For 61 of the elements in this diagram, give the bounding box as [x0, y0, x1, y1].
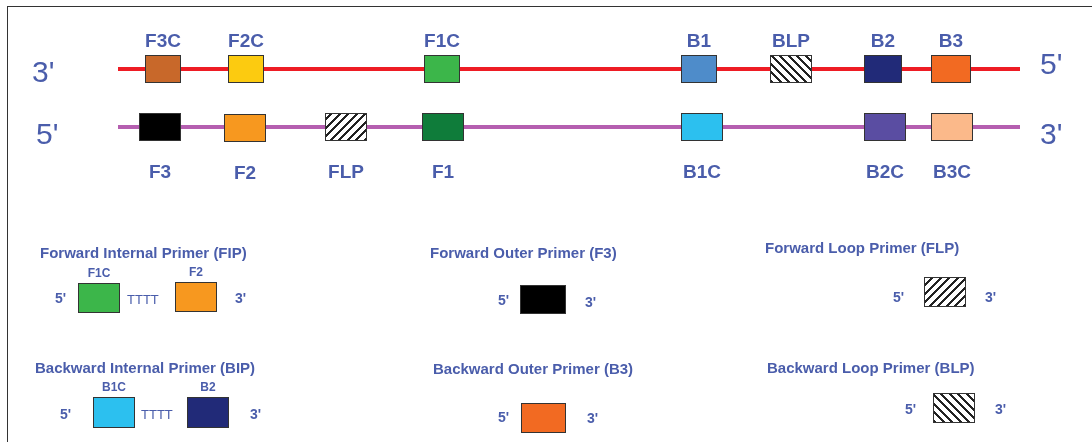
strand-end-label: 3'	[585, 295, 597, 309]
primer-region-box	[933, 393, 975, 423]
primer-title: Backward Internal Primer (BIP)	[35, 359, 256, 375]
region-label: F1C	[424, 30, 460, 50]
strand-end-label: 3'	[235, 291, 247, 305]
primer-region-box	[424, 55, 460, 83]
region-label: F2	[233, 162, 257, 182]
region-label: B3	[938, 30, 964, 50]
linker-label: TTTT	[141, 407, 173, 421]
region-label: B3C	[933, 161, 971, 181]
region-label: B2	[200, 381, 216, 393]
primer-region-box	[520, 285, 566, 314]
primer-title: Forward Loop Primer (FLP)	[765, 239, 960, 255]
strand-end-label: 3'	[587, 411, 599, 425]
primer-title: Backward Outer Primer (B3)	[433, 360, 634, 376]
primer-title: Forward Internal Primer (FIP)	[40, 244, 247, 260]
big-strand-end-label: 5'	[1040, 49, 1063, 79]
primer-region-box	[325, 113, 367, 141]
strand-end-label: 5'	[893, 290, 905, 304]
primer-region-box	[681, 55, 717, 83]
primer-region-box	[175, 282, 217, 312]
primer-region-box	[422, 113, 464, 141]
region-label: B1	[686, 30, 712, 50]
region-label: F3	[148, 161, 172, 181]
primer-region-box	[228, 55, 264, 83]
primer-region-box	[924, 277, 966, 307]
region-label: F1C	[87, 267, 111, 279]
region-label: F2	[189, 266, 203, 278]
region-label: BLP	[772, 30, 810, 50]
primer-region-box	[681, 113, 723, 141]
region-label: F3C	[145, 30, 181, 50]
primer-region-box	[224, 114, 266, 142]
region-label: F1	[431, 161, 455, 181]
strand-end-label: 5'	[60, 407, 72, 421]
region-label: B1C	[102, 381, 126, 393]
primer-region-box	[93, 397, 135, 428]
region-label: B1C	[683, 161, 721, 181]
primer-region-box	[864, 113, 906, 141]
primer-region-box	[931, 113, 973, 141]
big-strand-end-label: 3'	[32, 57, 55, 87]
primer-region-box	[521, 403, 566, 433]
big-strand-end-label: 3'	[1040, 119, 1063, 149]
linker-label: TTTT	[127, 292, 159, 306]
region-label: B2C	[866, 161, 904, 181]
region-label: FLP	[328, 161, 364, 181]
primer-region-box	[864, 55, 902, 83]
big-strand-end-label: 5'	[36, 119, 59, 149]
strand-end-label: 3'	[250, 407, 262, 421]
strand-end-label: 3'	[985, 290, 997, 304]
strand-end-label: 3'	[995, 402, 1007, 416]
strand-end-label: 5'	[905, 402, 917, 416]
primer-region-box	[145, 55, 181, 83]
primer-title: Forward Outer Primer (F3)	[430, 244, 617, 260]
primer-region-box	[139, 113, 181, 141]
primer-region-box	[770, 55, 812, 83]
primer-region-box	[931, 55, 971, 83]
primer-region-box	[78, 283, 120, 313]
primer-region-box	[187, 397, 229, 428]
primer-title: Backward Loop Primer (BLP)	[767, 359, 975, 375]
region-label: B2	[870, 30, 896, 50]
region-label: F2C	[228, 30, 264, 50]
